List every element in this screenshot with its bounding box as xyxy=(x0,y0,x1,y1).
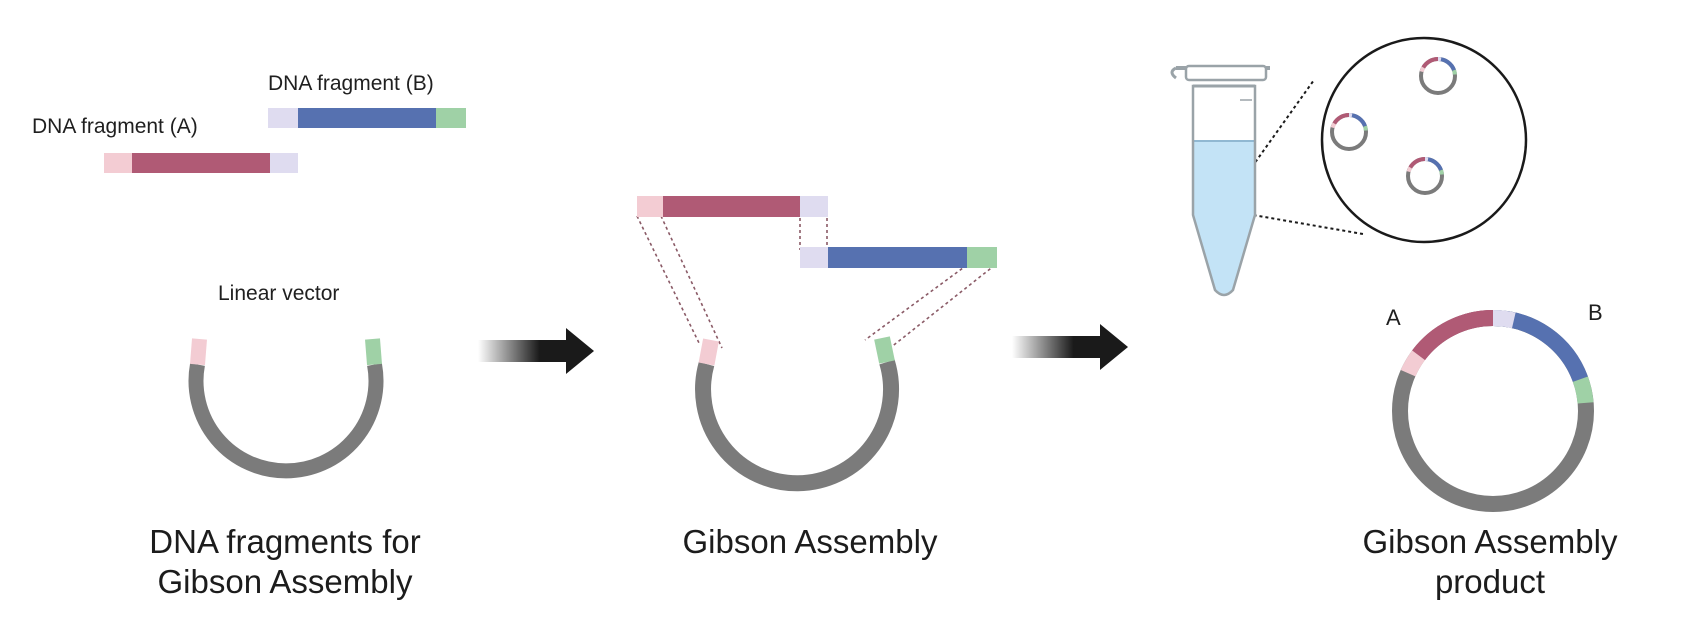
mini-plasmid xyxy=(1406,156,1444,195)
mini-plasmid-segment xyxy=(1330,122,1337,129)
assembly-dashed-guides xyxy=(636,215,996,353)
fragment-b-label: DNA fragment (B) xyxy=(268,72,434,95)
fragment-a-overlap-lavender xyxy=(270,153,298,173)
linear-vector xyxy=(188,338,384,479)
product-plasmid-overlap-pink xyxy=(1400,350,1426,377)
fragment-a-body xyxy=(132,153,270,173)
assembly-fragment-b xyxy=(800,247,997,268)
mini-plasmid-segment xyxy=(1439,169,1444,175)
mini-plasmid-segment xyxy=(1421,57,1439,69)
product-plasmid-overlap-green xyxy=(1572,376,1594,404)
mini-plasmid-segment xyxy=(1452,69,1457,75)
mini-plasmids xyxy=(1330,56,1457,195)
assembly-fragment-a xyxy=(637,196,828,217)
plasmid-label-b: B xyxy=(1588,300,1603,325)
microcentrifuge-tube-icon xyxy=(1170,64,1270,297)
panel3-caption-line2: product xyxy=(1434,563,1546,600)
linear-vector-arc xyxy=(188,363,384,479)
fragment-a-overlap-pink xyxy=(104,153,132,173)
mini-plasmid-segment xyxy=(1406,166,1413,173)
fragment-a-label: DNA fragment (A) xyxy=(32,115,198,138)
magnifier-circle-icon xyxy=(1320,36,1528,244)
panel1-caption: DNA fragments for Gibson Assembly xyxy=(60,522,510,602)
linear-vector-label: Linear vector xyxy=(218,282,340,305)
product-plasmid-fragment-b xyxy=(1492,310,1588,383)
product-plasmid-overlap-lavender xyxy=(1492,310,1516,329)
mini-plasmid xyxy=(1330,112,1368,151)
mini-plasmid xyxy=(1419,56,1457,95)
panel1-caption-line1: DNA fragments for xyxy=(149,523,421,560)
fragment-b-bar xyxy=(268,108,466,128)
assembly-vector xyxy=(695,336,899,492)
arrow-right-icon xyxy=(1012,324,1128,370)
linear-vector-end-green xyxy=(365,338,382,366)
fragment-b-overlap-lavender xyxy=(268,108,298,128)
linear-vector-end-pink xyxy=(190,338,207,366)
panel3-caption: Gibson Assembly product xyxy=(1300,522,1680,602)
mini-plasmid-segment xyxy=(1419,66,1426,73)
plasmid-label-a: A xyxy=(1386,305,1401,330)
fragment-a-bar xyxy=(104,153,298,173)
plasmid-icon xyxy=(1392,310,1594,512)
mini-plasmid-segment xyxy=(1408,157,1426,169)
panel2-caption: Gibson Assembly xyxy=(682,523,938,560)
panel1-caption-line2: Gibson Assembly xyxy=(157,563,413,600)
fragment-b-overlap-green xyxy=(436,108,466,128)
panel3-caption-line1: Gibson Assembly xyxy=(1362,523,1618,560)
fragment-b-body xyxy=(298,108,436,128)
mini-plasmid-segment xyxy=(1363,125,1368,131)
mini-plasmid-segment xyxy=(1332,113,1350,125)
arrow-right-icon xyxy=(478,328,594,374)
